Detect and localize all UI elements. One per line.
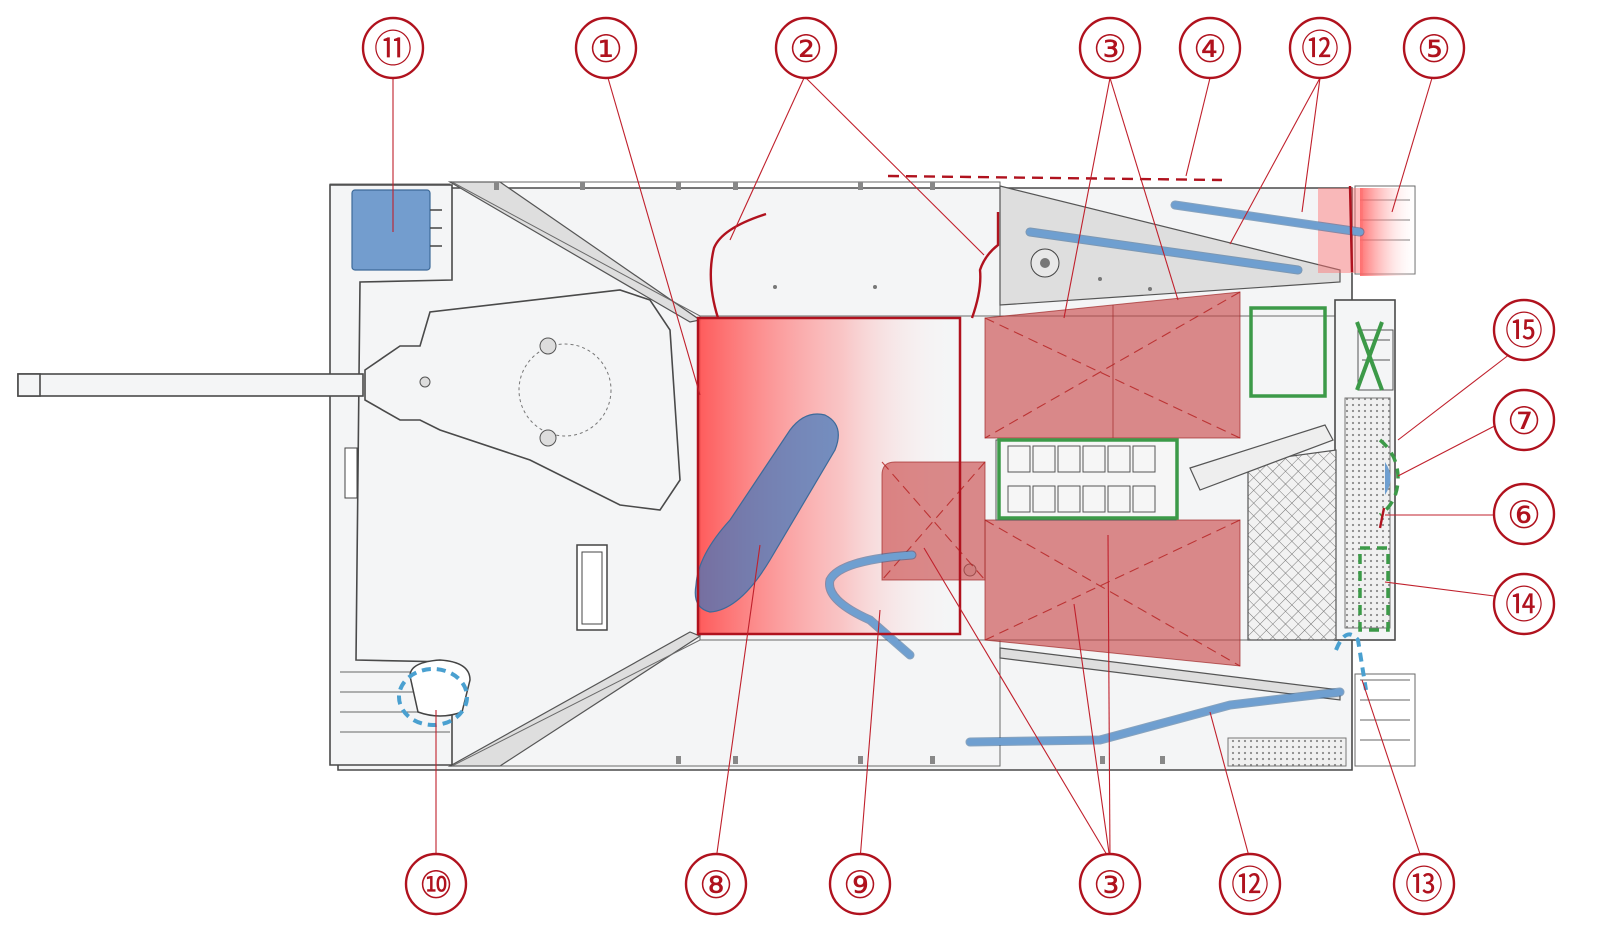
callout-12-bottom: ⑫ <box>1218 852 1282 916</box>
gun-barrel-icon <box>17 373 364 397</box>
callout-label: ⑫ <box>1301 29 1339 71</box>
callout-label: ⑫ <box>1231 865 1269 907</box>
callout-label: ⑥ <box>1507 495 1541 537</box>
callout-5: ⑤ <box>1402 16 1466 80</box>
callout-label: ⑨ <box>843 865 877 907</box>
callout-label: ⑧ <box>699 865 733 907</box>
callout-label: ② <box>789 29 823 71</box>
green-box-ammo <box>997 438 1179 520</box>
callout-label: ⑤ <box>1417 29 1451 71</box>
blue-dash-13 <box>1334 632 1368 691</box>
ammo-clips <box>995 439 1177 521</box>
callout-11: ⑪ <box>361 16 425 80</box>
callout-label: ④ <box>1193 29 1227 71</box>
callout-13: ⑬ <box>1392 852 1456 916</box>
callout-label: ① <box>589 29 623 71</box>
red-markings <box>696 174 1386 636</box>
green-dash-14 <box>1358 546 1390 632</box>
callout-10: ⑩ <box>404 852 468 916</box>
callout-15: ⑮ <box>1492 298 1556 362</box>
callout-label: ⑪ <box>374 29 412 71</box>
green-dash-7 <box>1378 438 1400 517</box>
callout-14: ⑭ <box>1492 572 1556 636</box>
rivets <box>494 182 1165 764</box>
callout-3-top: ③ <box>1078 16 1142 80</box>
callout-label: ⑬ <box>1405 865 1443 907</box>
fuel-elements <box>351 189 1365 747</box>
engine-grille-icon <box>1247 449 1337 641</box>
fire-zone-rear <box>1360 188 1415 276</box>
blue-dash-10 <box>397 667 469 727</box>
leader-lines <box>392 77 1511 861</box>
fuel-tank-crew <box>694 413 839 613</box>
callout-label: ⑦ <box>1507 401 1541 443</box>
callout-label: ⑩ <box>419 865 453 907</box>
callout-label: ⑭ <box>1505 585 1543 627</box>
callout-8: ⑧ <box>684 852 748 916</box>
green-x-mark <box>1355 321 1384 391</box>
fuel-tank-icon <box>351 189 431 271</box>
turret-icon <box>364 289 681 511</box>
callout-9: ⑨ <box>828 852 892 916</box>
callout-1: ① <box>574 16 638 80</box>
callout-label: ③ <box>1093 865 1127 907</box>
callout-3-bottom: ③ <box>1078 852 1142 916</box>
callout-12-top: ⑫ <box>1288 16 1352 80</box>
callout-4: ④ <box>1178 16 1242 80</box>
green-box-rear <box>1249 306 1327 398</box>
callout-7: ⑦ <box>1492 388 1556 452</box>
callout-label: ③ <box>1093 29 1127 71</box>
callout-label: ⑮ <box>1505 311 1543 353</box>
callout-2: ② <box>774 16 838 80</box>
callout-6: ⑥ <box>1492 482 1556 546</box>
